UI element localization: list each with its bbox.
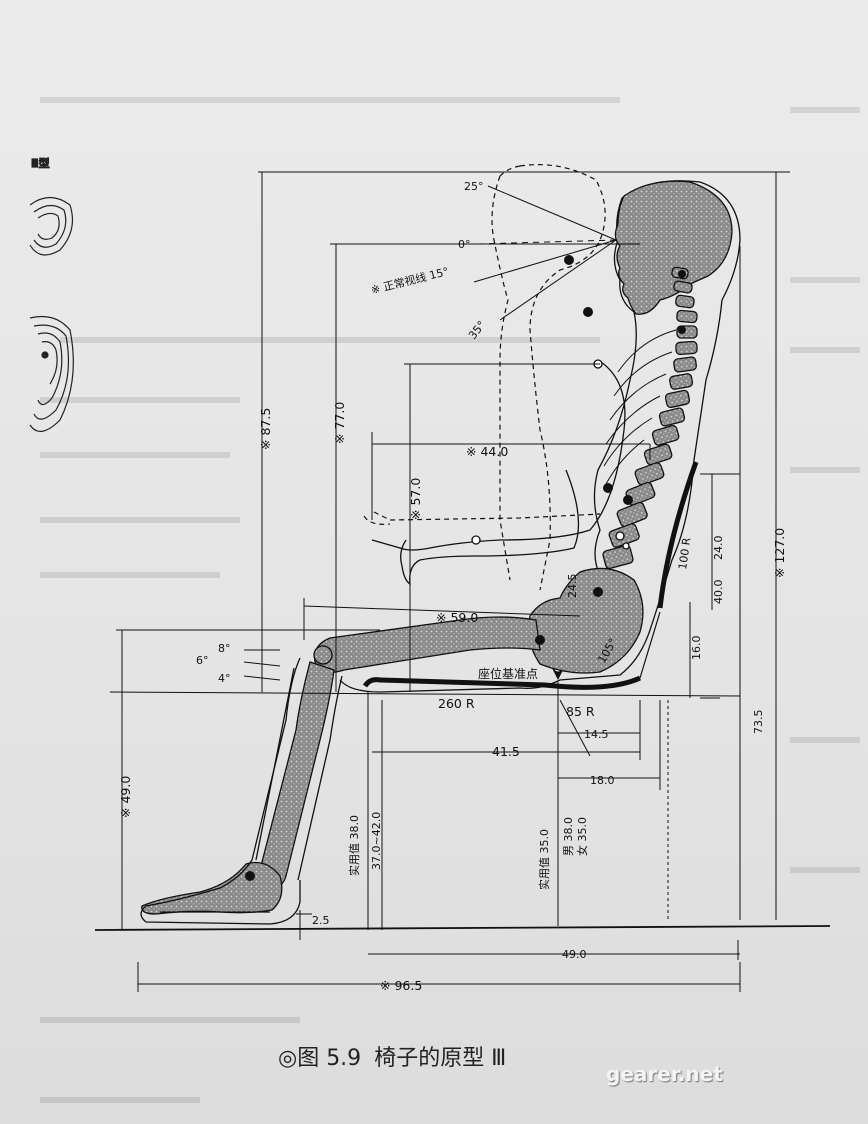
floor-line [94,925,831,931]
dim-16-0: 16.0 [690,636,703,661]
dim-57-0: ※ 57.0 [408,478,423,520]
dim-41-5: 41.5 [492,744,520,759]
dim-73-5: 73.5 [752,710,765,735]
contour-inset: Ⅲ型 [29,155,74,432]
dim-18-0: 18.0 [590,774,615,787]
seat-reference-label: 座位基准点 [478,666,538,681]
type-label: Ⅲ型 [31,156,50,170]
dim-77-0: ※ 77.0 [332,402,347,444]
dim-87-5: ※ 87.5 [258,408,273,450]
dim-49-0-vertical: ※ 49.0 [118,776,133,818]
human-figure [140,180,741,925]
bleed-through [40,97,860,1103]
dim-96-5: ※ 96.5 [380,978,422,993]
dim-85r: 85 R [566,704,595,719]
dim-49-0-horizontal: 49.0 [562,948,587,961]
dim-44-0: ※ 44.0 [466,444,508,459]
dimension-lines [109,171,790,992]
angle-15-sightline: ※ 正常视线 15° [369,264,450,297]
dim-38-0-practical: 实用值 38.0 [347,815,361,876]
dim-14-5: 14.5 [584,728,609,741]
dim-2-5: 2.5 [312,914,330,927]
dim-male-38: 男 38.0 [562,817,575,856]
angle-25: 25° [464,180,484,193]
dim-4deg: 4° [218,672,231,685]
dim-100r: 100 R [676,536,693,570]
dim-127-0: ※ 127.0 [772,528,787,578]
dim-260r: 260 R [438,696,475,711]
dim-6deg: 6° [196,654,209,667]
dim-40-0: 40.0 [712,580,725,605]
dim-8deg: 8° [218,642,231,655]
watermark: gearer.net [606,1062,723,1086]
figure-title: 椅子的原型 Ⅲ [374,1046,507,1071]
angle-0: 0° [458,238,471,251]
dim-59-0: ※ 59.0 [436,610,478,625]
dim-37-42: 37.0~42.0 [370,812,383,870]
alt-posture-outline [363,164,606,591]
dim-24-0: 24.0 [712,536,725,561]
dim-35-0-practical: 实用值 35.0 [537,829,551,890]
sight-lines [392,185,617,321]
figure-caption: ◎图 5.9 椅子的原型 Ⅲ [278,1040,512,1072]
dim-24-5: 24.5 [566,574,579,599]
figure-number: ◎图 5.9 [278,1046,362,1071]
dim-female-35: 女 35.0 [575,817,589,856]
